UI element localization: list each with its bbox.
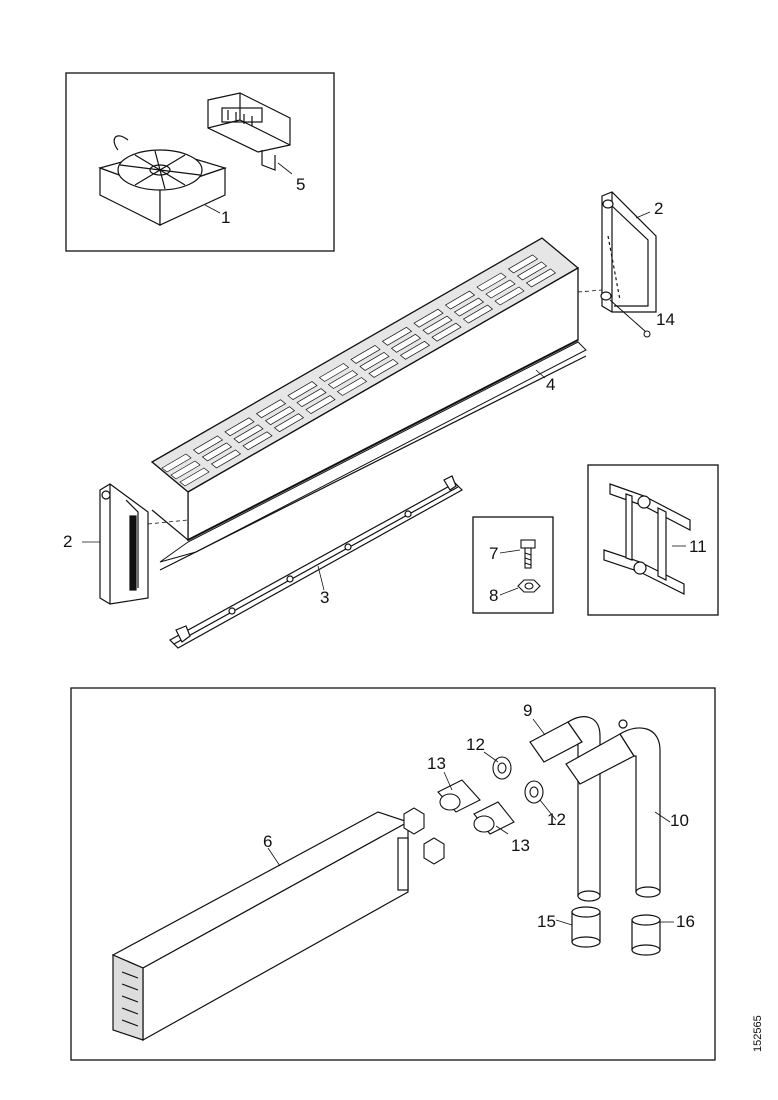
- grille-slot: [179, 467, 210, 487]
- sleeve-upper: [437, 779, 481, 813]
- grille-slot: [161, 453, 192, 473]
- callout-14: 14: [656, 310, 675, 329]
- callout-10: 10: [670, 811, 689, 830]
- grille-slot: [525, 268, 557, 288]
- grille-slot: [453, 297, 485, 317]
- grille-slot: [192, 435, 224, 455]
- grille-slot: [381, 326, 413, 346]
- detail-box-exchanger: [70, 687, 716, 1061]
- heat-exchanger: [111, 811, 410, 1042]
- callout-9: 9: [523, 701, 532, 720]
- callout-5: 5: [296, 175, 305, 194]
- callout-1: 1: [221, 208, 230, 227]
- grille-slot: [336, 377, 368, 396]
- grille-slot: [201, 442, 233, 462]
- nut: [517, 579, 541, 593]
- rail: [169, 475, 463, 649]
- grille-slot: [327, 370, 359, 389]
- grille-slot: [485, 279, 516, 299]
- grille: [150, 237, 587, 571]
- pipe-elbow-lower: [565, 719, 661, 898]
- callout-labels: 1 5 2 14 4 2 3 7 8 11 9 12 13 12 13 10 6…: [63, 175, 707, 931]
- end-cap-left: [99, 483, 149, 605]
- leader-lines: [82, 211, 674, 926]
- grille-slot: [444, 290, 476, 310]
- pipe-elbow-upper: [529, 716, 601, 902]
- grille-slot: [233, 424, 264, 444]
- o-ring-lower: [524, 780, 544, 804]
- clip: [609, 299, 651, 338]
- grille-slot: [296, 388, 327, 408]
- detail-box-fan: [65, 72, 335, 252]
- grille-slot: [242, 431, 273, 451]
- callout-2-right: 2: [654, 199, 663, 218]
- grille-slot: [350, 344, 381, 364]
- grille-slot: [399, 340, 431, 360]
- callout-11: 11: [689, 537, 707, 556]
- grille-slot: [210, 449, 242, 469]
- callout-8: 8: [489, 586, 498, 605]
- grille-slot: [359, 351, 390, 371]
- callout-7: 7: [489, 544, 498, 563]
- callout-13-upper: 13: [427, 754, 446, 773]
- detail-box-mounting: [587, 464, 719, 616]
- grille-slot: [431, 322, 462, 342]
- sleeve-lower: [473, 801, 515, 835]
- grille-slot: [318, 363, 350, 382]
- grille-slot: [476, 272, 507, 292]
- grille-slot: [462, 304, 494, 324]
- mounting-plate: [603, 483, 691, 595]
- grille-slot: [507, 254, 539, 274]
- callout-13-lower: 13: [511, 836, 530, 855]
- callout-12-upper: 12: [466, 735, 485, 754]
- end-cap-right: [600, 191, 657, 313]
- document-id: 152565: [752, 1015, 764, 1052]
- fan-unit: [98, 135, 227, 226]
- grille-slot: [516, 261, 548, 281]
- grille-slot: [170, 460, 201, 480]
- callout-15: 15: [537, 912, 556, 931]
- grille-slot: [273, 413, 305, 433]
- o-ring-upper: [492, 756, 512, 780]
- pipe-cap-right: [631, 914, 661, 956]
- callout-6: 6: [263, 832, 272, 851]
- grille-slot: [255, 399, 287, 419]
- callout-16: 16: [676, 912, 695, 931]
- screw: [520, 539, 536, 569]
- grille-slot: [264, 406, 296, 426]
- grille-slot: [494, 286, 525, 306]
- exchanger-ports: [403, 807, 445, 865]
- callout-4: 4: [546, 375, 555, 394]
- grille-slot: [390, 333, 422, 353]
- grille-slot: [224, 417, 255, 437]
- pipe-cap-left: [571, 906, 601, 948]
- detail-box-fasteners: [472, 516, 554, 614]
- grille-slot: [368, 358, 399, 378]
- grille-slot: [422, 315, 453, 335]
- grille-slot: [287, 381, 318, 401]
- grille-slot: [305, 395, 336, 415]
- grille-slot: [413, 308, 444, 328]
- fan-bracket: [207, 92, 291, 171]
- callout-2-left: 2: [63, 532, 72, 551]
- callout-3: 3: [320, 588, 329, 607]
